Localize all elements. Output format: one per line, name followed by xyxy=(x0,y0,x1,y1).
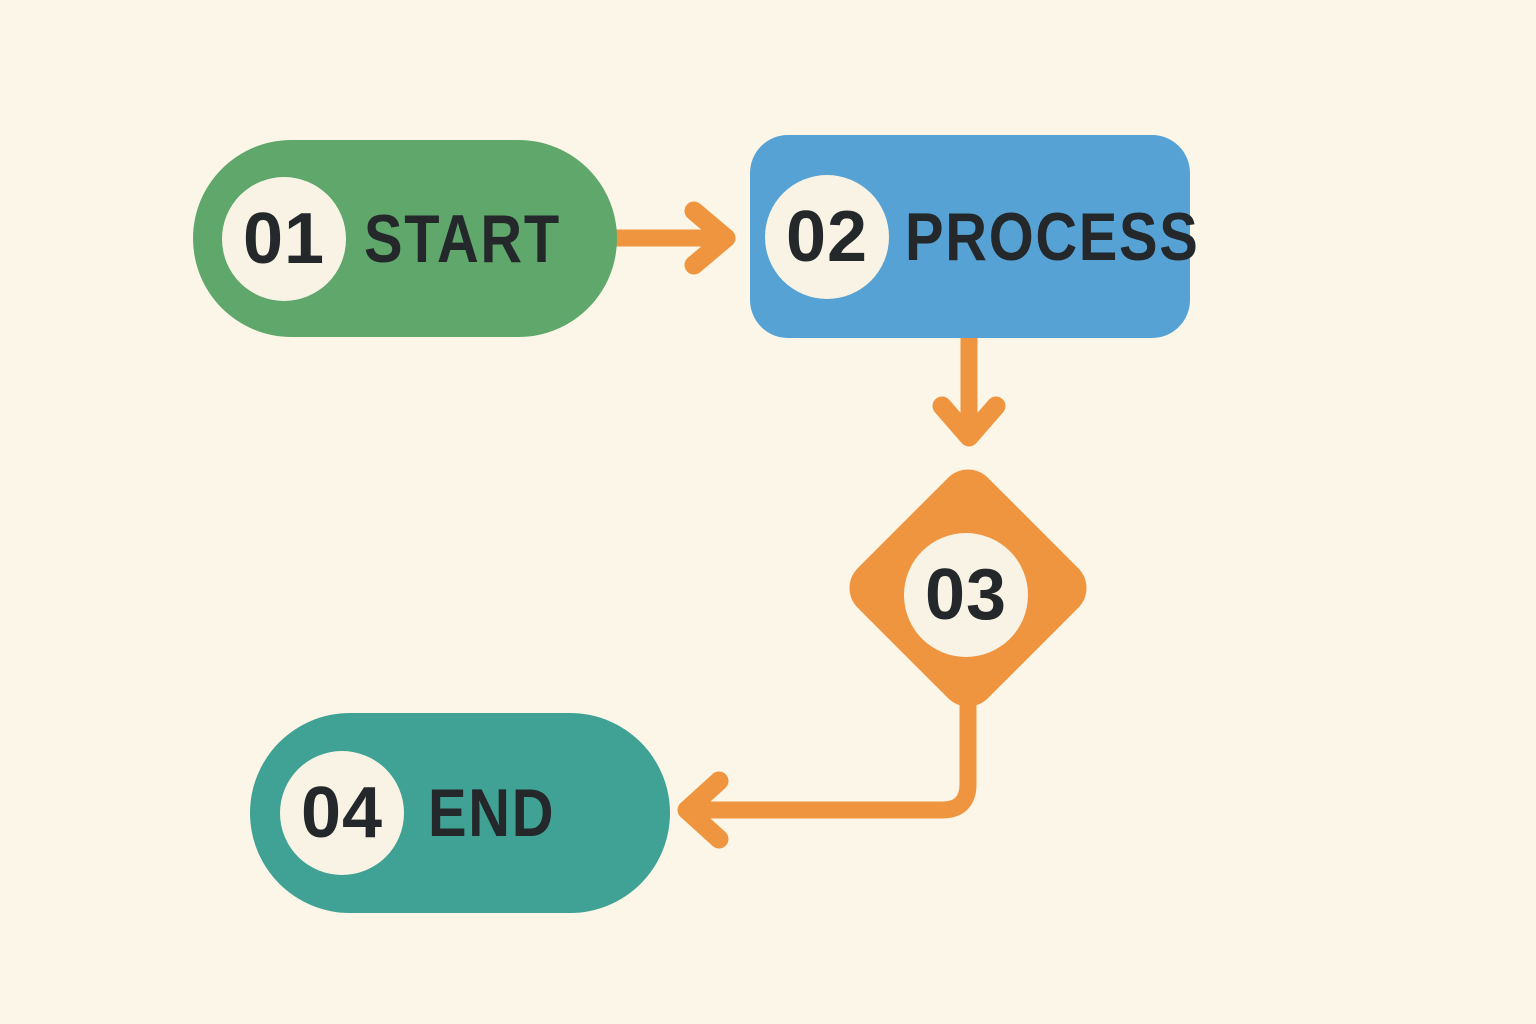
node-start-number: 01 xyxy=(242,198,326,279)
node-decision-number: 03 xyxy=(924,555,1008,635)
arrow-elbow-left-icon xyxy=(677,696,977,849)
arrow-right-head xyxy=(684,201,736,275)
node-end-label: END xyxy=(428,775,556,851)
arrow-elbow-shaft xyxy=(695,696,977,819)
node-end: 04 END xyxy=(250,713,670,913)
arrow-down-head xyxy=(932,396,1006,447)
node-end-number: 04 xyxy=(300,773,384,853)
arrow-right-icon xyxy=(606,201,736,275)
arrow-elbow-head xyxy=(677,771,729,849)
node-decision-number-badge: 03 xyxy=(904,533,1028,657)
node-process-number: 02 xyxy=(785,196,869,277)
node-start-label: START xyxy=(364,200,561,277)
arrow-down-icon xyxy=(932,328,1006,447)
node-process-label: PROCESS xyxy=(905,198,1200,275)
node-start-number-badge: 01 xyxy=(222,176,346,301)
node-end-number-badge: 04 xyxy=(280,751,404,875)
node-process: 02 PROCESS xyxy=(750,135,1198,338)
node-start: 01 START xyxy=(193,140,617,337)
node-process-number-badge: 02 xyxy=(765,174,889,299)
